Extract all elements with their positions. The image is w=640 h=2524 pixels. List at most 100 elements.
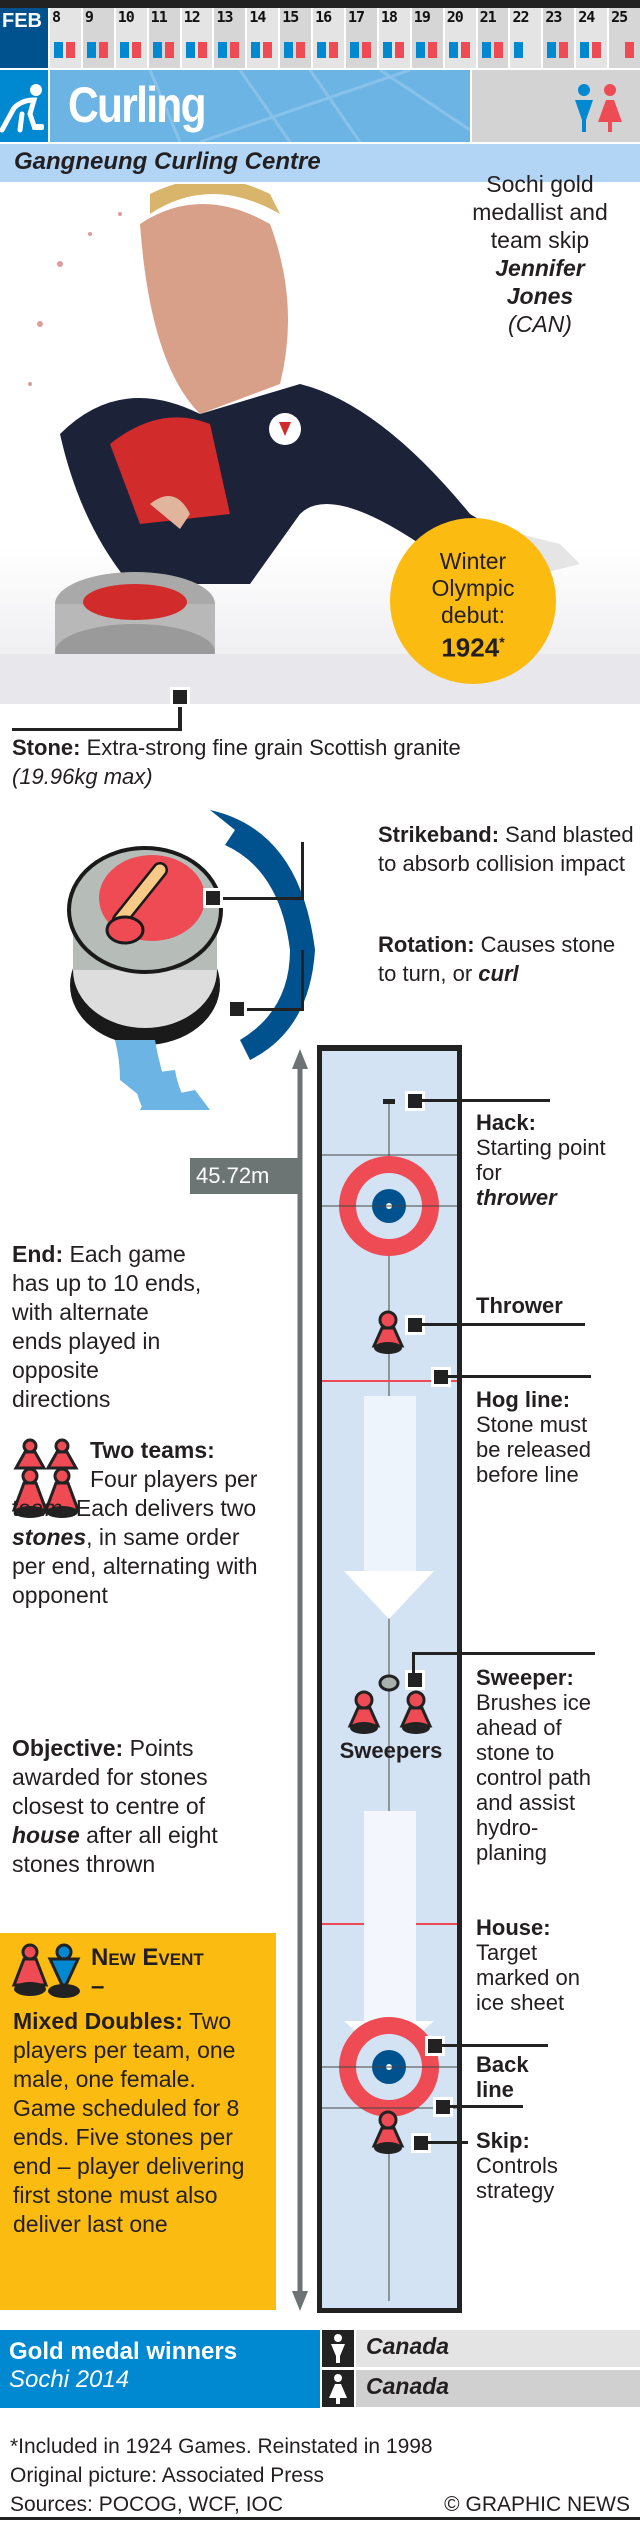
women-winner: Canada — [356, 2370, 640, 2407]
hog-line-description: Hog line:Stone must be released before l… — [476, 1387, 596, 1487]
objective-label: Objective: — [12, 1735, 124, 1761]
event-markers — [514, 42, 535, 58]
date-cell: 12 — [181, 8, 213, 68]
event-markers — [448, 42, 470, 58]
hog-line-text: Stone must be released before line — [476, 1412, 591, 1487]
women-icon — [322, 2370, 354, 2407]
event-markers — [350, 42, 372, 58]
stone-leader-marker — [170, 687, 190, 707]
house-description: House:Target marked on ice sheet — [476, 1915, 586, 2015]
date-number: 8 — [52, 8, 61, 26]
curling-sheet — [317, 1045, 462, 2313]
olympic-debut-badge: Winter Olympic debut: 1924* — [390, 518, 556, 684]
date-number: 18 — [380, 8, 398, 26]
skip-text: Controls strategy — [476, 2153, 558, 2203]
men-event-marker — [284, 42, 294, 58]
event-markers — [54, 42, 75, 58]
skip-description: Skip:Controls strategy — [476, 2128, 596, 2203]
event-markers — [547, 42, 569, 58]
athlete-last-name: Jones — [506, 283, 574, 309]
sweeper-label: Sweeper: — [476, 1665, 574, 1690]
men-event-marker — [152, 42, 162, 58]
end-description: End: Each game has up to 10 ends, with a… — [12, 1240, 202, 1414]
event-markers — [382, 42, 404, 58]
men-event-marker — [613, 42, 622, 58]
rotation-leader — [236, 1008, 304, 1011]
mixed-doubles-icon — [12, 1943, 81, 1998]
delivery-arrow-icon — [115, 1040, 210, 1110]
women-event-marker — [625, 42, 635, 58]
date-cell: 13 — [214, 8, 246, 68]
date-number: 25 — [611, 8, 628, 26]
event-markers — [152, 42, 174, 58]
sweeper-leader — [412, 1652, 415, 1674]
date-number: 13 — [216, 8, 233, 26]
house-marker — [425, 2036, 445, 2056]
hack-label: Hack: — [476, 1110, 536, 1135]
rotation-description: Rotation: Causes stone to turn, or curl — [378, 930, 638, 988]
rotation-arrow-icon — [210, 810, 315, 1060]
new-event-label: New Event – — [91, 1944, 204, 2000]
event-markers — [613, 42, 635, 58]
women-event-marker — [263, 42, 273, 58]
debut-line: Winter — [439, 548, 507, 574]
stone-text: Extra-strong fine grain Scottish granite — [80, 735, 461, 760]
end-text: Each game has up to 10 ends, with altern… — [12, 1241, 202, 1412]
men-event-marker — [547, 42, 557, 58]
mixed-doubles-text: Two players per team, one male, one fema… — [13, 2008, 245, 2237]
mixed-doubles-box: New Event – Mixed Doubles: Two players p… — [0, 1933, 276, 2310]
date-number: 10 — [117, 8, 135, 26]
date-cell: 20 — [444, 8, 476, 68]
date-cell: 25 — [609, 8, 640, 68]
date-number: 12 — [183, 8, 201, 26]
date-cell: 10 — [115, 8, 147, 68]
curling-sport-icon — [0, 70, 48, 142]
women-event-marker — [362, 42, 372, 58]
date-number: 9 — [84, 8, 94, 26]
men-event-marker — [514, 42, 524, 58]
date-cell: 24 — [576, 8, 608, 68]
sources: Sources: POCOG, WCF, IOC — [10, 2493, 284, 2516]
two-teams-text: , in same order per end, alternating wit… — [12, 1524, 258, 1608]
sweepers-caption: Sweepers — [339, 1738, 443, 1763]
stone-leader-line — [12, 728, 182, 731]
event-markers — [481, 42, 503, 58]
caption-line: team skip — [490, 227, 590, 253]
sheet-length-label: 45.72m — [190, 1158, 298, 1194]
women-event-marker — [164, 42, 174, 58]
men-event-marker — [119, 42, 129, 58]
debut-line: debut: — [441, 602, 505, 628]
thrower-icon — [371, 1310, 405, 1354]
event-markers — [218, 42, 240, 58]
date-cell: 18 — [378, 8, 410, 68]
women-event-marker — [526, 42, 535, 58]
graphic-news-credit: © GRAPHIC NEWS — [444, 2493, 630, 2516]
event-markers — [284, 42, 306, 58]
date-cell: 21 — [477, 8, 509, 68]
date-cell: 16 — [313, 8, 345, 68]
two-teams-text: Four players per team. Each delivers two — [12, 1466, 258, 1521]
stone-label: Stone: — [12, 735, 81, 760]
stone-weight: (19.96kg max) — [12, 764, 153, 789]
footer: *Included in 1924 Games. Reinstated in 1… — [10, 2432, 630, 2519]
gold-medal-title: Gold medal winners — [9, 2338, 238, 2365]
men-event-marker — [185, 42, 195, 58]
date-cell: 11 — [148, 8, 180, 68]
house-label: House: — [476, 1915, 551, 1940]
women-event-marker — [296, 42, 306, 58]
objective-text: Points awarded for stones closest to cen… — [12, 1735, 208, 1819]
date-number: 19 — [413, 8, 431, 26]
hack-icon — [383, 1099, 395, 1104]
women-event-marker — [197, 42, 207, 58]
strikeband-leader — [301, 842, 304, 900]
men-event-marker — [218, 42, 228, 58]
date-cell: 23 — [543, 8, 575, 68]
hack-marker — [405, 1091, 425, 1111]
debut-line: Olympic — [431, 575, 515, 601]
thrower-label: Thrower — [476, 1293, 563, 1318]
date-cell: 17 — [346, 8, 377, 68]
rotation-leader — [301, 950, 304, 1010]
gold-medal-panel: Gold medal winners Sochi 2014 — [0, 2330, 320, 2408]
